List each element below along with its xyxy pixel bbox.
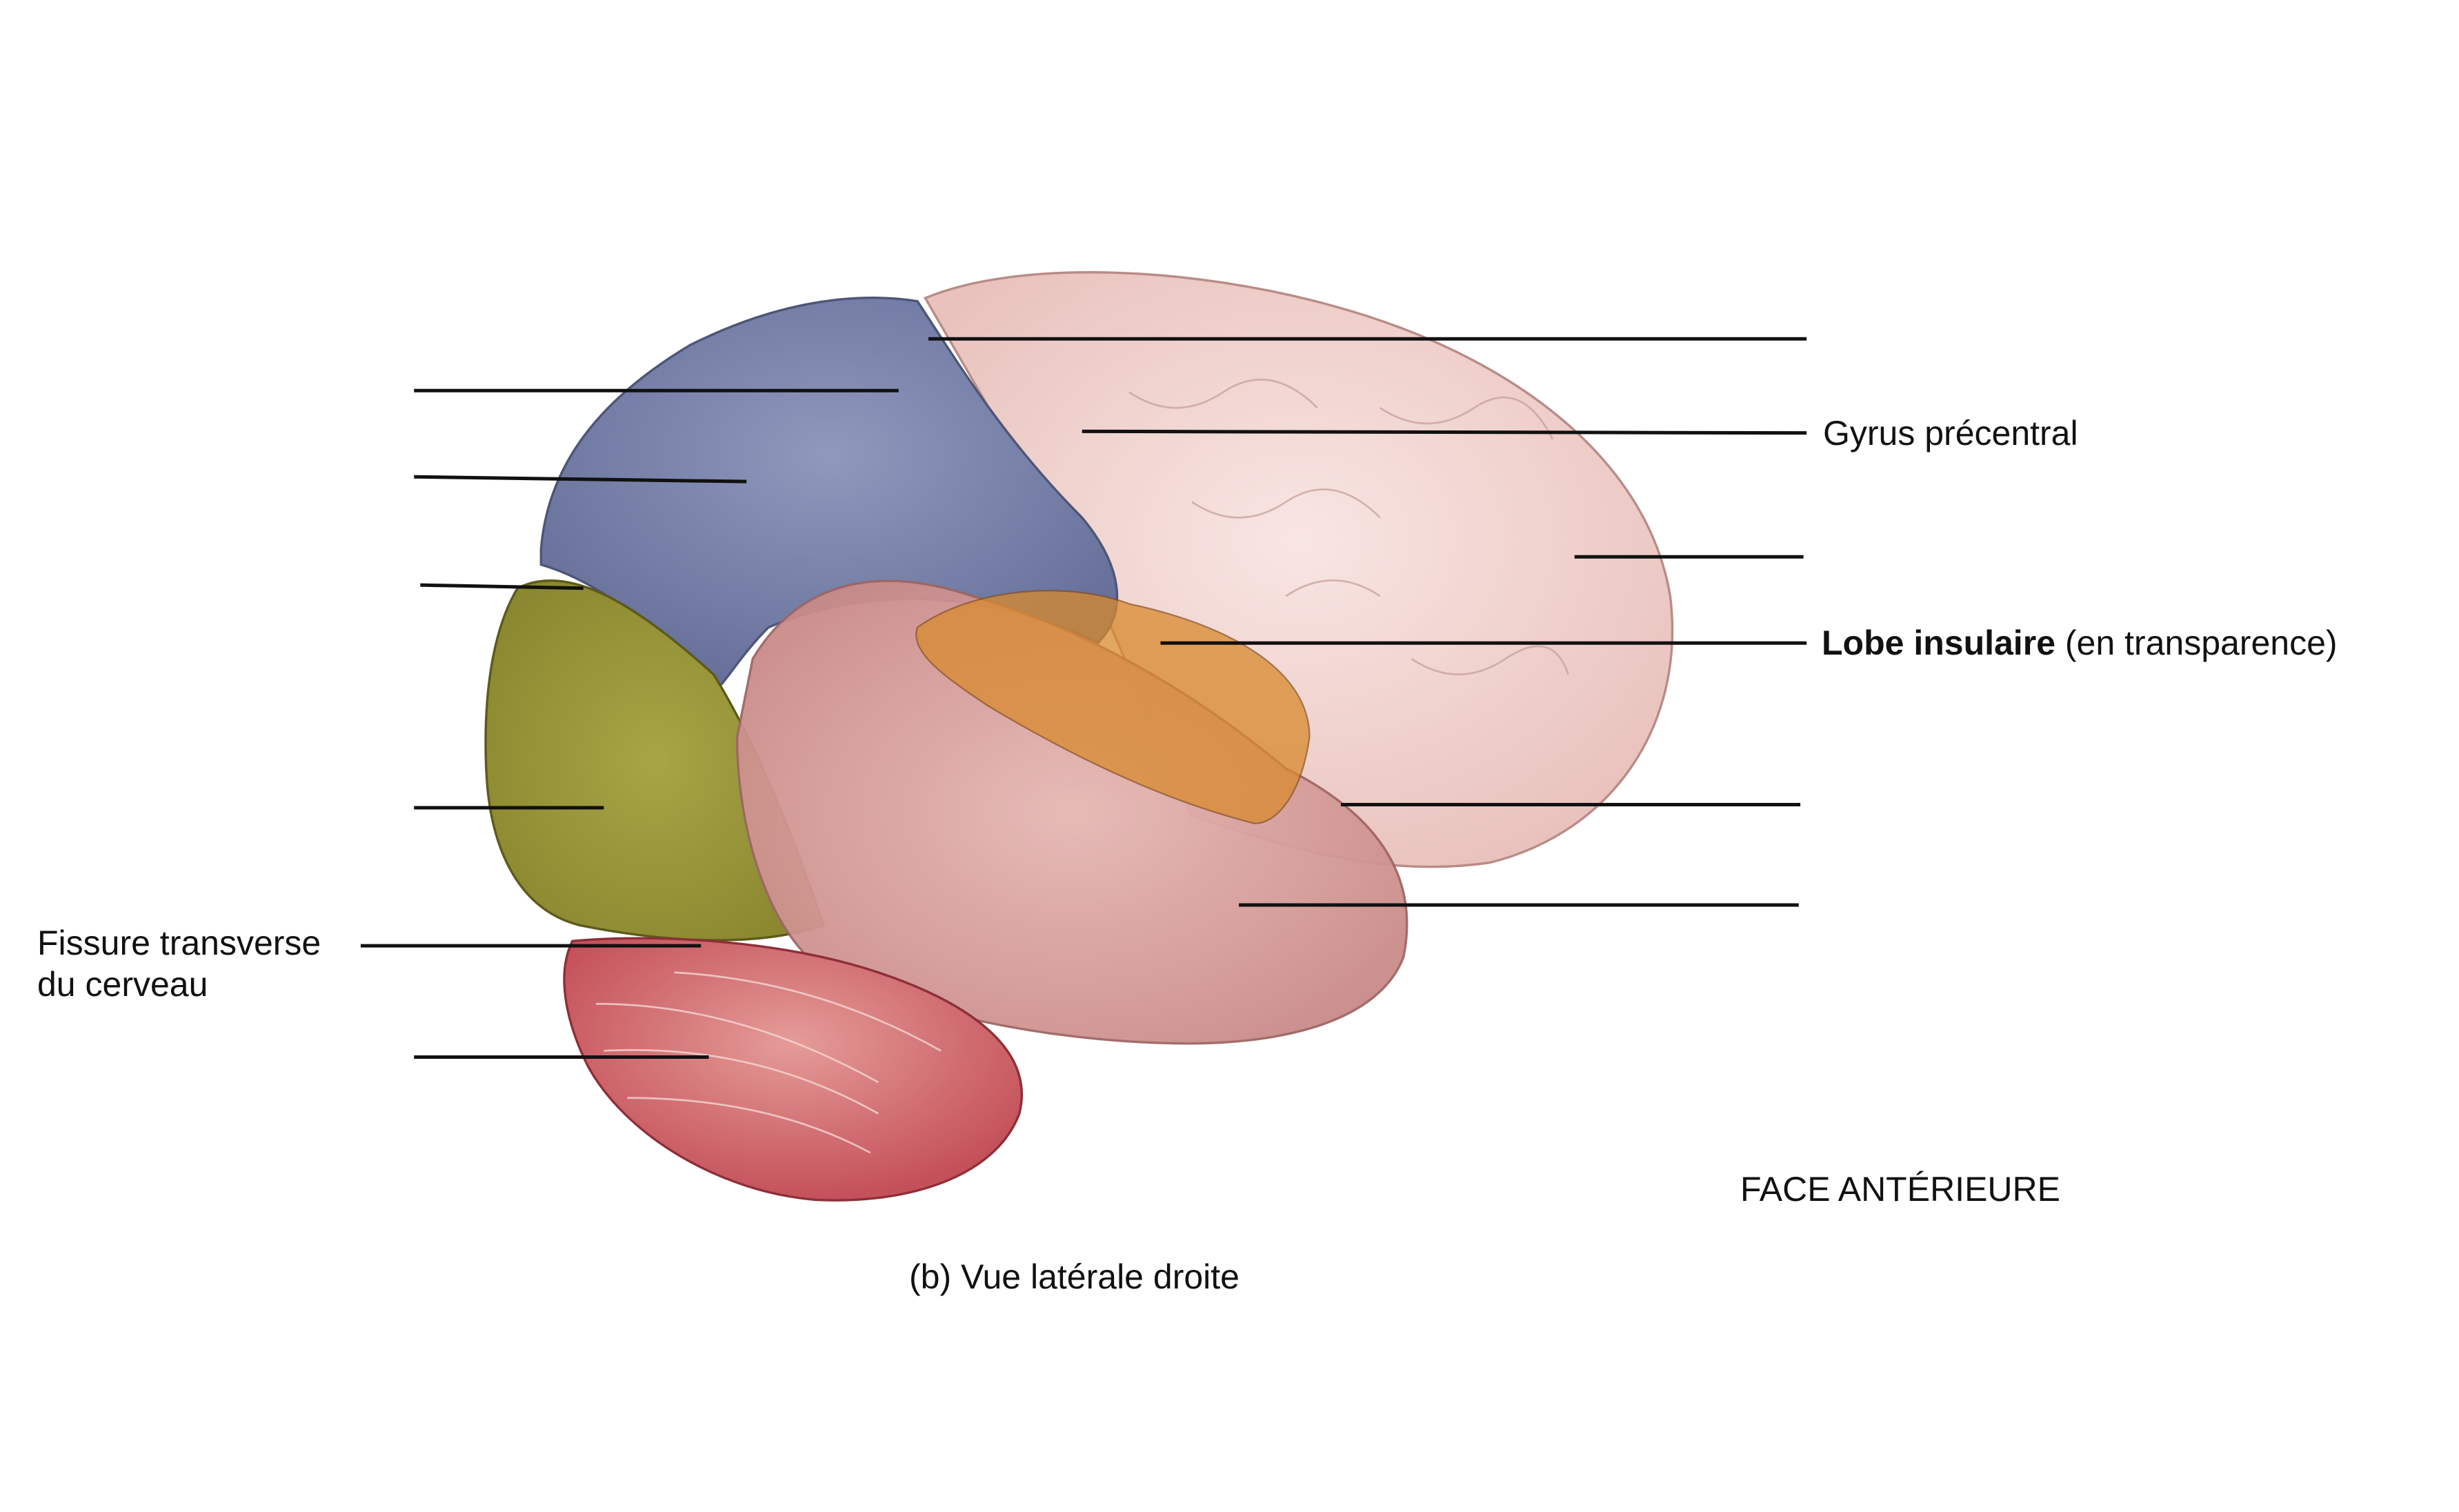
figure-caption: (b) Vue latérale droite: [909, 1257, 1240, 1296]
leader-lines: [360, 337, 1807, 1060]
insular-lobe: [915, 590, 1311, 824]
label-face-anterieure: FACE ANTÉRIEURE: [1740, 1170, 2060, 1208]
cerebellum: [563, 937, 1024, 1202]
label-lobe-insulaire: Lobe insulaire (en transparence): [1822, 622, 2338, 664]
occipital-lobe: [484, 579, 825, 942]
label-gyrus-precentral: Gyrus précentral: [1823, 414, 2078, 452]
label-lobe-insulaire-name: Lobe insulaire: [1822, 624, 2055, 662]
label-lobe-insulaire-note: (en transparence): [2064, 624, 2338, 662]
label-fissure-transverse-line1: Fissure transverse: [37, 924, 321, 962]
label-fissure-transverse-line2: du cerveau: [37, 965, 208, 1004]
